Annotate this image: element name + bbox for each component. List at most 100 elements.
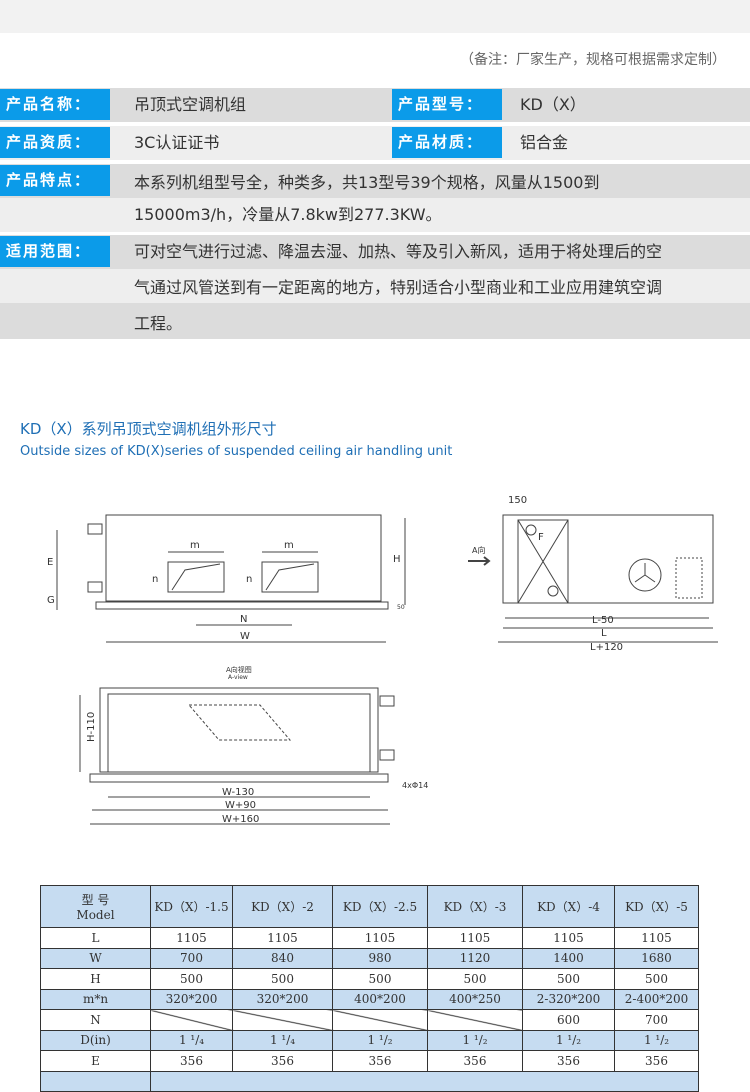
info-row-feature: 产品特点： 本系列机组型号全，种类多，共13型号39个规格，风量从1500到 1…	[0, 164, 750, 232]
label-N: N	[240, 614, 247, 625]
a-view-drawing: A向视图 A-view H-110 W-130 W+90 W+160 4xΦ14	[79, 665, 428, 825]
info-row-scope: 适用范围： 可对空气进行过滤、降温去湿、加热、等及引入新风，适用于将处理后的空 …	[0, 235, 750, 339]
table-cell: 320*200	[150, 988, 233, 1010]
table-cell: 356	[150, 1050, 233, 1072]
label-m: m	[284, 540, 294, 551]
table-cell	[232, 1009, 333, 1031]
table-cell: 1105	[427, 927, 523, 949]
table-cell: 1680	[614, 947, 699, 969]
label-L: L	[601, 628, 607, 639]
label-W: W	[240, 631, 250, 642]
label-W+160: W+160	[222, 814, 259, 825]
table-cell: 700	[150, 947, 233, 969]
table-cell: 1105	[522, 927, 615, 949]
qual-value: 3C认证证书	[134, 133, 220, 152]
name-label: 产品名称：	[0, 89, 110, 120]
row-label: D(in)	[40, 1029, 151, 1051]
table-cell: 1105	[150, 927, 233, 949]
aview-title: A向视图	[226, 665, 252, 674]
scope-line: 工程。	[134, 314, 183, 333]
label-E: E	[47, 557, 53, 568]
table-cell: 1 ¹/₄	[150, 1029, 233, 1051]
row-label: H	[40, 968, 151, 990]
table-cell: 1 ¹/₂	[332, 1029, 428, 1051]
scope-line: 气通过风管送到有一定距离的地方，特别适合小型商业和工业应用建筑空调	[134, 278, 663, 297]
table-cell	[332, 1009, 428, 1031]
model-col: KD（X）-3	[427, 885, 523, 928]
table-cell: 356	[232, 1050, 333, 1072]
dimension-drawings: m m n n E G H 50 N W 150 F A向 L-50 L L+1…	[47, 495, 718, 825]
side-view-drawing: 150 F A向 L-50 L L+120	[468, 495, 718, 653]
table-cell: 1 ¹/₂	[522, 1029, 615, 1051]
label-W-130: W-130	[222, 787, 254, 798]
row-label: L	[40, 927, 151, 949]
label-W+90: W+90	[225, 800, 256, 811]
table-cell: 356	[332, 1050, 428, 1072]
table-cell: 2-400*200	[614, 988, 699, 1010]
model-col: KD（X）-5	[614, 885, 699, 928]
table-cell	[427, 1009, 523, 1031]
table-cell: 1120	[427, 947, 523, 969]
table-cell: 500	[427, 968, 523, 990]
table-cell: 840	[232, 947, 333, 969]
feature-line: 15000m3/h，冷量从7.8kw到277.3KW。	[134, 205, 442, 224]
table-cell: 2-320*200	[522, 988, 615, 1010]
label-n: n	[152, 574, 158, 585]
label-L-50: L-50	[592, 615, 614, 626]
label-m: m	[190, 540, 200, 551]
label-A-direction: A向	[472, 545, 485, 555]
label-G: G	[47, 595, 55, 606]
table-cell: 1105	[614, 927, 699, 949]
feature-line: 本系列机组型号全，种类多，共13型号39个规格，风量从1500到	[134, 173, 600, 192]
table-cell: 1400	[522, 947, 615, 969]
label-150: 150	[508, 495, 527, 506]
scope-label: 适用范围：	[0, 236, 110, 267]
label-holes: 4xΦ14	[402, 781, 428, 790]
table-cell: 356	[614, 1050, 699, 1072]
info-row-name: 产品名称： 吊顶式空调机组 产品型号： KD（X）	[0, 88, 750, 122]
material-value: 铝合金	[520, 133, 569, 152]
top-band	[0, 0, 750, 33]
model-col: KD（X）-2	[232, 885, 333, 928]
table-cell: 1105	[232, 927, 333, 949]
table-cell: 356	[427, 1050, 523, 1072]
table-cell: 400*200	[332, 988, 428, 1010]
section-title: KD（X）系列吊顶式空调机组外形尺寸	[20, 420, 277, 438]
qual-label: 产品资质：	[0, 127, 110, 158]
model-label: 产品型号：	[392, 89, 502, 120]
table-cell: 1 ¹/₂	[427, 1029, 523, 1051]
table-cell: 1105	[332, 927, 428, 949]
table-cell: 500	[232, 968, 333, 990]
table-cell: 600	[522, 1009, 615, 1031]
row-label: W	[40, 947, 151, 969]
info-row-qual: 产品资质： 3C认证证书 产品材质： 铝合金	[0, 126, 750, 160]
table-cell	[150, 1009, 233, 1031]
table-cell: 700	[614, 1009, 699, 1031]
table-cell: 356	[522, 1050, 615, 1072]
label-50: 50	[397, 604, 405, 611]
label-F: F	[538, 532, 544, 543]
aview-subtitle: A-view	[228, 674, 248, 681]
section-subtitle: Outside sizes of KD(X)series of suspende…	[20, 444, 453, 459]
table-cell: 500	[332, 968, 428, 990]
table-cell: 500	[614, 968, 699, 990]
row-label: E	[40, 1050, 151, 1072]
table-cell: 980	[332, 947, 428, 969]
model-value: KD（X）	[520, 95, 586, 114]
scope-line: 可对空气进行过滤、降温去湿、加热、等及引入新风，适用于将处理后的空	[134, 242, 663, 261]
feature-label: 产品特点：	[0, 165, 110, 196]
model-col: KD（X）-4	[522, 885, 615, 928]
table-cell: 500	[522, 968, 615, 990]
front-view-drawing: m m n n E G H 50 N W	[47, 514, 406, 643]
table-cell: 400*250	[427, 988, 523, 1010]
label-n: n	[246, 574, 252, 585]
